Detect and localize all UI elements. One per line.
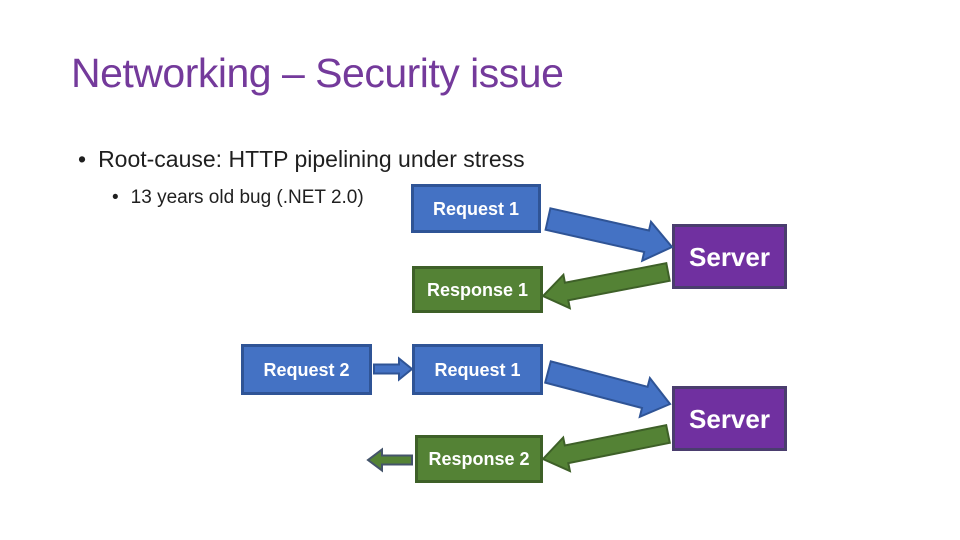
request2-box-seq2: Request 2 (241, 344, 372, 395)
server-label: Server (689, 241, 770, 272)
bullet-marker: • (112, 187, 119, 208)
server-box-seq2: Server (672, 386, 787, 451)
bullet-text: Root-cause: HTTP pipelining under stress (98, 146, 525, 172)
request2-to-request1-arrow-icon (373, 356, 414, 382)
request1-to-server-arrow-icon (544, 207, 674, 263)
response2-label: Response 2 (428, 449, 530, 469)
slide-title: Networking – Security issue (71, 50, 564, 96)
response1-box-seq1: Response 1 (412, 266, 543, 313)
request1-to-server-arrow-icon (543, 360, 672, 419)
response2-out-arrow-icon (366, 447, 413, 473)
server-to-response2-arrow-icon (541, 424, 671, 473)
server-to-response1-arrow-icon (541, 262, 671, 310)
bullet-text: 13 years old bug (.NET 2.0) (130, 187, 364, 208)
server-box-seq1: Server (672, 224, 787, 289)
request2-label: Request 2 (263, 359, 350, 380)
request1-box-seq1: Request 1 (411, 184, 541, 233)
bullet-old-bug: • 13 years old bug (.NET 2.0) (112, 187, 364, 209)
bullet-marker: • (78, 146, 87, 172)
response2-box-seq2: Response 2 (415, 435, 543, 483)
request1-box-seq2: Request 1 (412, 344, 543, 395)
bullet-root-cause: • Root-cause: HTTP pipelining under stres… (78, 146, 525, 173)
request1-label: Request 1 (432, 198, 520, 219)
request1-label: Request 1 (434, 359, 521, 380)
server-label: Server (689, 403, 770, 434)
response1-label: Response 1 (426, 279, 529, 300)
